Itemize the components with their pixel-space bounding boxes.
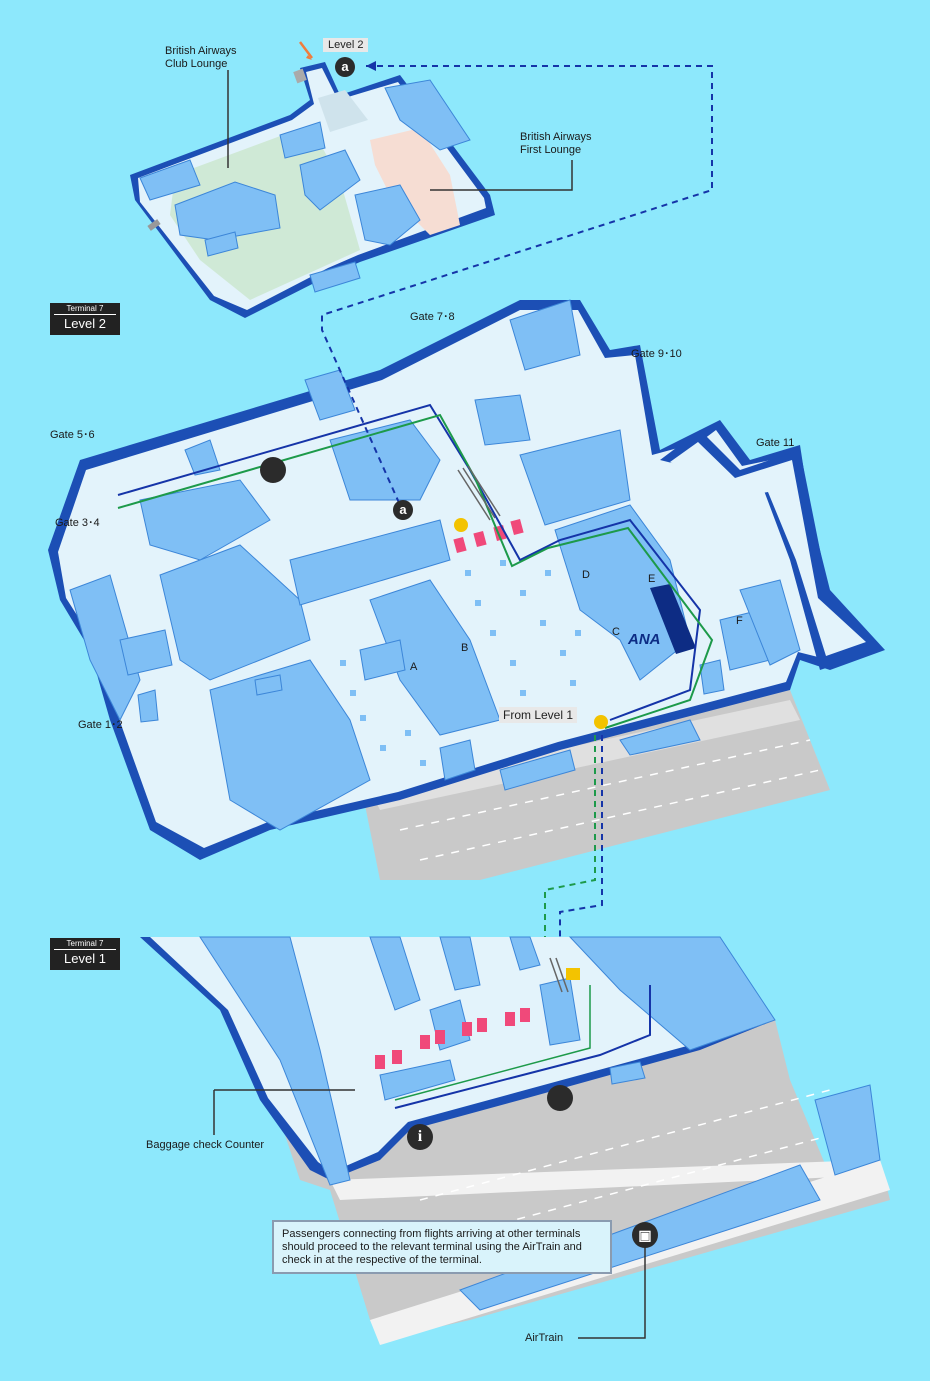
escalator-icon [594,715,608,729]
area-a-label: A [410,661,418,673]
gate-9-10-label: Gate 9･10 [631,348,682,360]
area-f-label: F [736,615,743,627]
gate-5-6-label: Gate 5･6 [50,429,95,441]
level1-badge: Terminal 7 Level 1 [50,938,120,970]
gate-3-4-label: Gate 3･4 [55,517,100,529]
from-level1-label: From Level 1 [499,707,578,723]
first-lounge-area [370,128,460,235]
lounge-floor [130,41,573,318]
area-e-label: E [648,573,656,585]
gate-7-8-label: Gate 7･8 [410,311,455,323]
club-lounge-label: British Airways Club Lounge [165,45,237,70]
airtrain-label: AirTrain [525,1332,564,1344]
info-icon: i [407,1124,433,1150]
ana-logo: ANA [628,631,661,648]
marker-a-icon: a [335,57,355,77]
badge-level: Level 1 [64,951,106,966]
level2-floor [48,61,885,960]
gate-1-2-label: Gate 1･2 [78,719,123,731]
baggage-check-label: Baggage check Counter [146,1139,265,1151]
gate-11-label: Gate 11 [756,437,795,449]
connection-notice: Passengers connecting from flights arriv… [272,1220,612,1274]
area-b-label: B [461,642,469,654]
badge-terminal: Terminal 7 [54,938,116,950]
area-c-label: C [612,626,620,638]
top-level-tag: Level 2 [323,38,369,52]
area-d-label: D [582,569,590,581]
badge-terminal: Terminal 7 [54,303,116,315]
escalator-icon [454,518,468,532]
lounge-pictogram-icon [547,1085,573,1111]
ana-counter [650,584,696,654]
badge-level: Level 2 [64,316,106,331]
lounge-pictogram-icon [260,457,286,483]
level2-badge: Terminal 7 Level 2 [50,303,120,335]
airtrain-icon: ▣ [632,1222,658,1248]
marker-a-icon: a [393,500,413,520]
first-lounge-label: British Airways First Lounge [520,131,592,156]
